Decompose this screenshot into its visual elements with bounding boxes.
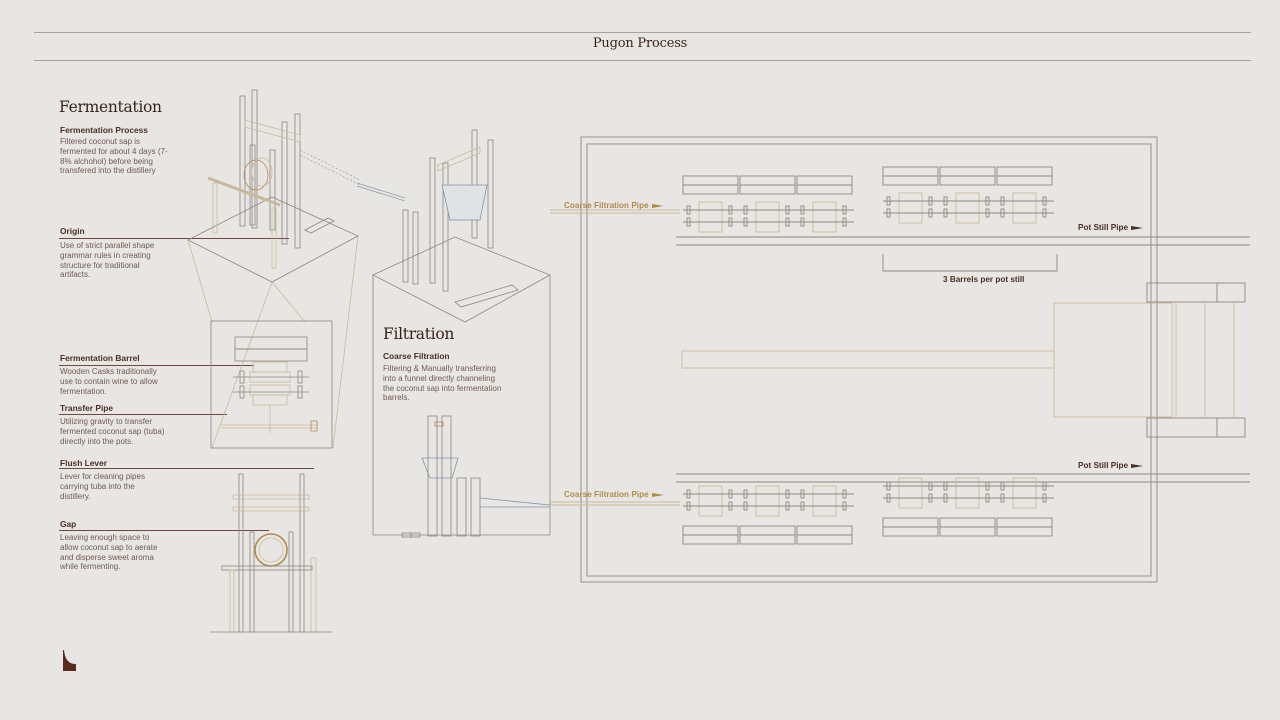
fermentation-barrel-detail <box>210 320 333 449</box>
plan-barrel <box>882 477 940 537</box>
barrel-row <box>882 166 1054 224</box>
plan-inner-wall <box>586 143 1152 577</box>
filtration-isometric <box>372 129 551 536</box>
arrow-right-icon <box>1131 225 1144 230</box>
block-body: Utilizing gravity to transfer fermented … <box>60 417 165 446</box>
plan-barrel <box>796 485 854 545</box>
transfer-pipe-block: Transfer Pipe Utilizing gravity to trans… <box>60 403 220 446</box>
filter-basket <box>441 184 488 221</box>
plan-barrel <box>996 477 1054 537</box>
transfer-pipe-leader-line <box>59 414 227 415</box>
fermentation-frame-posts <box>239 89 301 249</box>
central-channel <box>681 350 1055 369</box>
block-body: Wooden Casks traditionally use to contai… <box>60 367 158 396</box>
block-body: Filtering & Manually transferring into a… <box>383 364 502 403</box>
filtration-elevation <box>401 415 551 538</box>
origin-block: Origin Use of strict parallel shape gram… <box>60 226 220 280</box>
pot-still-pipe-label-bottom: Pot Still Pipe <box>1078 461 1144 470</box>
block-heading: Coarse Filtration <box>383 351 450 361</box>
plan-barrel <box>939 477 997 537</box>
plan-barrel <box>996 166 1054 224</box>
fermentation-title: Fermentation <box>59 98 162 116</box>
barrel-end-view <box>254 533 288 567</box>
plan-outer-wall <box>580 136 1158 583</box>
barrel-row <box>682 485 854 545</box>
plan-barrel <box>882 166 940 224</box>
block-heading: Transfer Pipe <box>60 403 114 413</box>
block-heading: Origin <box>60 226 85 236</box>
flush-lever-block: Flush Lever Lever for cleaning pipes car… <box>60 458 220 501</box>
pot-still-pipe-label-top: Pot Still Pipe <box>1078 223 1144 232</box>
arrow-right-icon <box>651 492 664 497</box>
plan-barrel <box>739 485 797 545</box>
plan-barrel <box>796 175 854 233</box>
fermentation-isometric <box>187 89 406 449</box>
fermentation-barrel-iso <box>243 159 269 191</box>
block-body: Leaving enough space to allow coconut sa… <box>60 533 158 572</box>
label-text: Coarse Filtration Pipe <box>564 490 649 499</box>
fermentation-process-block: Fermentation Process Filtered coconut sa… <box>60 125 220 176</box>
plan-barrel <box>739 175 797 233</box>
plan-barrel <box>682 175 740 233</box>
brand-logo-icon <box>63 650 76 671</box>
plan-barrel <box>682 485 740 545</box>
still-base <box>1053 302 1173 418</box>
fermentation-barrel-block: Fermentation Barrel Wooden Casks traditi… <box>60 353 220 396</box>
coarse-filtration-pipe-label-top: Coarse Filtration Pipe <box>564 201 664 210</box>
barrel-row <box>882 477 1054 537</box>
gap-block: Gap Leaving enough space to allow coconu… <box>60 519 220 572</box>
block-body: Lever for cleaning pipes carrying tuba i… <box>60 472 145 501</box>
header-rule-top <box>34 32 1251 33</box>
flush-lever-leader-line <box>59 468 314 469</box>
fermentation-platform <box>187 196 359 283</box>
coarse-filtration-pipe-label-bottom: Coarse Filtration Pipe <box>564 490 664 499</box>
label-text: Pot Still Pipe <box>1078 461 1129 470</box>
gap-leader-line <box>59 530 269 531</box>
arrow-right-icon <box>1131 463 1144 468</box>
block-body: Filtered coconut sap is fermented for ab… <box>60 137 168 176</box>
flush-lever-elevation <box>210 473 332 633</box>
barrel-row <box>682 175 854 233</box>
label-text: Pot Still Pipe <box>1078 223 1129 232</box>
block-heading: Fermentation Barrel <box>60 353 140 363</box>
block-heading: Flush Lever <box>60 458 108 468</box>
fermentation-barrel-leader-line <box>59 365 254 366</box>
block-body: Use of strict parallel shape grammar rul… <box>60 241 155 280</box>
filtration-title: Filtration <box>383 325 455 343</box>
label-text: Coarse Filtration Pipe <box>564 201 649 210</box>
coarse-filtration-block: Coarse Filtration Filtering & Manually t… <box>383 351 543 403</box>
block-heading: Gap <box>60 519 77 529</box>
distillery-plan <box>550 136 1250 583</box>
origin-leader-line <box>59 238 289 239</box>
barrels-per-pot-still-note: 3 Barrels per pot still <box>943 275 1025 284</box>
plan-barrel <box>939 166 997 224</box>
header-rule-bottom <box>34 60 1251 61</box>
arrow-right-icon <box>651 203 664 208</box>
page-title: Pugon Process <box>592 36 688 51</box>
block-heading: Fermentation Process <box>60 125 148 135</box>
